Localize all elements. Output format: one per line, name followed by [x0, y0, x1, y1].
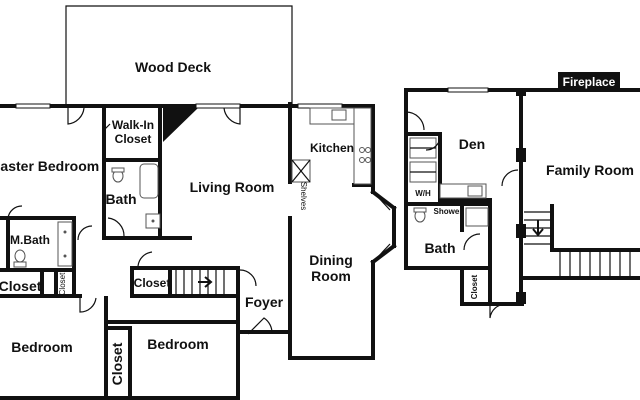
label-master-bedroom: Master Bedroom: [0, 158, 99, 174]
label-walk-in-closet-box: Walk-In Closet: [111, 118, 155, 146]
label-closet-left: Closet: [0, 278, 42, 294]
wood-deck: [65, 5, 293, 104]
label-closet-vertical: Closet: [109, 342, 125, 385]
label-wood-deck: Wood Deck: [135, 59, 211, 75]
label-m-bath: M.Bath: [10, 233, 50, 247]
fireplace-main: [163, 108, 198, 142]
label-bedroom-left: Bedroom: [11, 339, 72, 355]
label-shower: Shower: [434, 207, 463, 216]
label-dining-room: Dining Room: [309, 252, 353, 284]
annex-details: [405, 72, 631, 319]
label-den: Den: [459, 136, 485, 152]
label-foyer: Foyer: [245, 294, 284, 310]
label-closet-hall: Closet: [134, 276, 171, 290]
label-bath-main: Bath: [105, 191, 136, 207]
label-walk-in-closet: Walk-In Closet: [111, 118, 155, 146]
label-closet-den: Closet: [470, 274, 479, 299]
label-bedroom-right: Bedroom: [147, 336, 208, 352]
label-dining-room-box: Dining Room: [309, 252, 353, 284]
label-bath-den: Bath: [424, 240, 455, 256]
fireplace-family: [558, 72, 620, 90]
stairs-arrow-icon: [198, 276, 213, 288]
label-family-room: Family Room: [546, 162, 634, 178]
label-shelves: Shelves: [299, 182, 308, 210]
label-living-room: Living Room: [190, 179, 275, 195]
label-closet-small: Closet: [58, 272, 67, 295]
label-kitchen: Kitchen: [310, 141, 354, 155]
label-wh: W/H: [415, 189, 431, 198]
stairs-down-arrow-icon: [532, 220, 544, 237]
label-fireplace-family: Fireplace: [563, 75, 616, 89]
main-house-details: [7, 103, 391, 335]
